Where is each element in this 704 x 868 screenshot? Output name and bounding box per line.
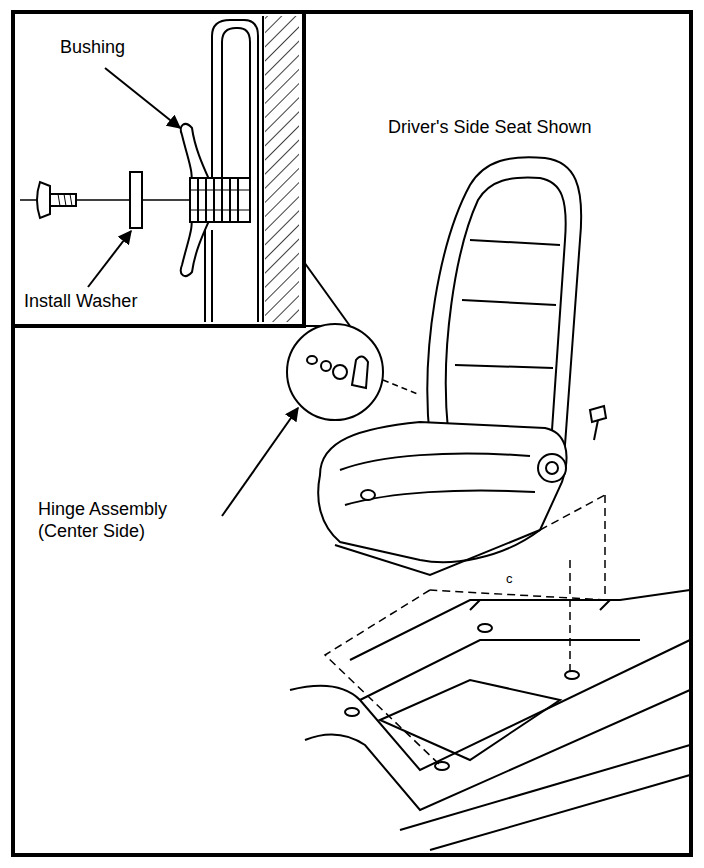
seat-drawing: [318, 157, 606, 575]
mounting-lines: [325, 495, 605, 765]
part-label: Hinge Assembly (Center Side): [36, 498, 220, 542]
outer-frame: [13, 12, 691, 855]
detail-circle: [287, 324, 383, 420]
part-label: Bushing: [58, 36, 127, 58]
callout-line: [304, 262, 350, 326]
detail-inset: [13, 12, 304, 326]
leader-line: [105, 68, 180, 128]
leader-line: [222, 408, 298, 516]
leader-line: [88, 231, 131, 287]
callout-line: [383, 380, 420, 395]
floor-pan: [290, 590, 690, 850]
part-label: Install Washer: [22, 290, 139, 312]
part-label: Driver's Side Seat Shown: [386, 116, 594, 138]
part-label: c: [504, 568, 515, 590]
bushing-detail: [20, 16, 299, 322]
